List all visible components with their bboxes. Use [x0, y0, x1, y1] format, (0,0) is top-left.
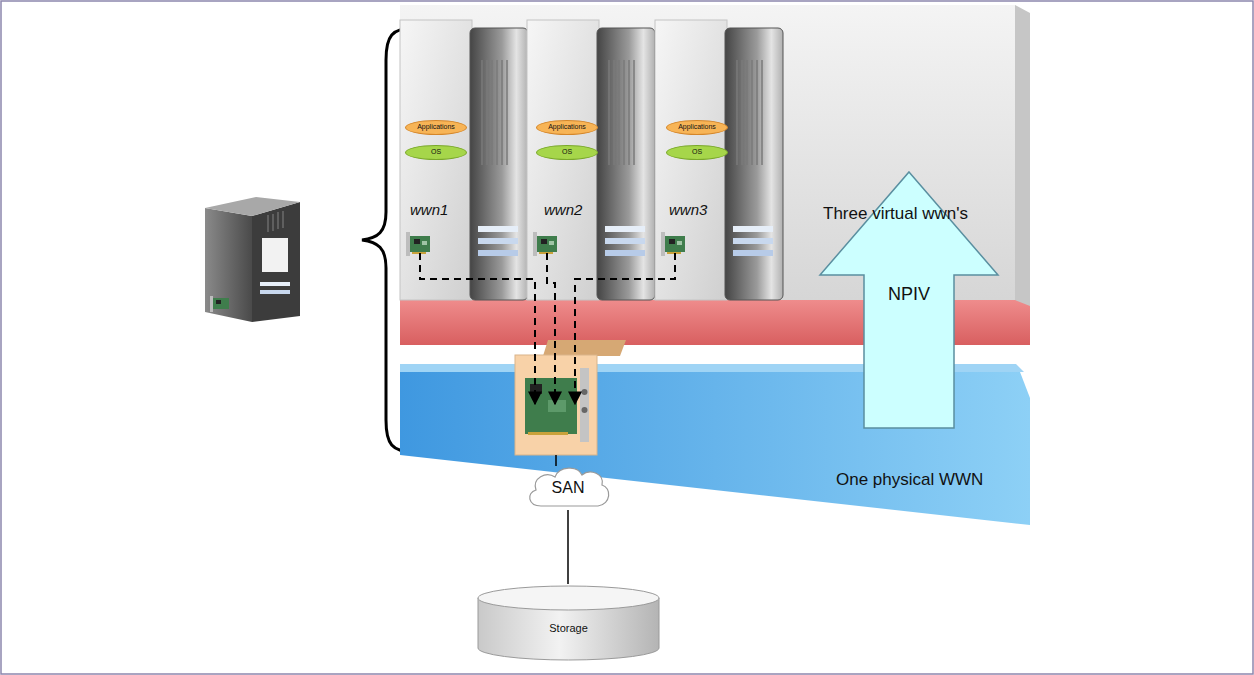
virtual-server: wwn1 ApplicationsOS: [400, 20, 530, 300]
standalone-server: [213, 298, 229, 309]
virtual-path: [575, 253, 675, 404]
wwn-label: wwn2: [544, 201, 582, 218]
os-oval-text: OS: [431, 148, 441, 156]
standalone-server: [260, 290, 290, 294]
physical-hba: [515, 340, 626, 455]
standalone-server: [268, 211, 283, 232]
applications-oval-text: Applications: [417, 123, 455, 131]
standalone-server: [272, 214, 273, 231]
applications-oval: Applications: [666, 120, 728, 135]
wwn-label: wwn3: [669, 201, 707, 218]
npiv-arrow-outline: [820, 172, 998, 428]
caption-label: Three virtual wwn's: [823, 204, 968, 224]
san-cloud-outline: [530, 468, 609, 506]
physical-hba: [548, 400, 566, 412]
san-cloud: SAN: [523, 462, 613, 510]
os-oval: OS: [536, 145, 598, 160]
os-oval: OS: [666, 145, 728, 160]
physical-hba: [582, 389, 588, 395]
standalone-server: [282, 211, 283, 228]
standalone-server: [205, 197, 300, 216]
os-oval: OS: [405, 145, 467, 160]
virtual-servers: [400, 20, 783, 300]
standalone-server: [205, 208, 252, 322]
standalone-server: [267, 215, 268, 232]
physical-hba: [582, 407, 588, 413]
virtual-path: [547, 253, 555, 404]
physical-hba: [528, 432, 568, 435]
storage-cylinder-outline: [478, 586, 659, 610]
server-panel: [1015, 5, 1030, 306]
virtual-path: [420, 253, 675, 404]
standalone-server: [252, 202, 300, 322]
os-oval-text: OS: [692, 148, 702, 156]
wwn-label: wwn1: [410, 201, 448, 218]
applications-oval-text: Applications: [678, 123, 716, 131]
caption-label: One physical WWN: [836, 470, 983, 490]
standalone-server: [260, 282, 290, 286]
fabric-link: [555, 455, 557, 466]
applications-oval: Applications: [536, 120, 598, 135]
applications-oval: Applications: [405, 120, 467, 135]
standalone-server: [210, 296, 213, 312]
physical-hba: [580, 368, 589, 442]
os-oval-text: OS: [562, 148, 572, 156]
storage-cylinder: Storage: [476, 584, 661, 664]
standalone-server: [216, 300, 221, 304]
standalone-server: [277, 212, 278, 229]
storage-cylinder-text: Storage: [549, 622, 588, 635]
physical-hba: [525, 378, 577, 434]
link-line: [567, 510, 569, 584]
npiv-arrow-text: NPIV: [888, 284, 930, 305]
san-cloud-text: SAN: [552, 479, 585, 497]
virtual-server: wwn2 ApplicationsOS: [527, 20, 657, 300]
virtual-path: [420, 253, 535, 404]
standalone-server: [262, 238, 288, 272]
applications-oval-text: Applications: [548, 123, 586, 131]
virtual-server: wwn3 ApplicationsOS: [655, 20, 785, 300]
standalone-server: [205, 197, 300, 322]
